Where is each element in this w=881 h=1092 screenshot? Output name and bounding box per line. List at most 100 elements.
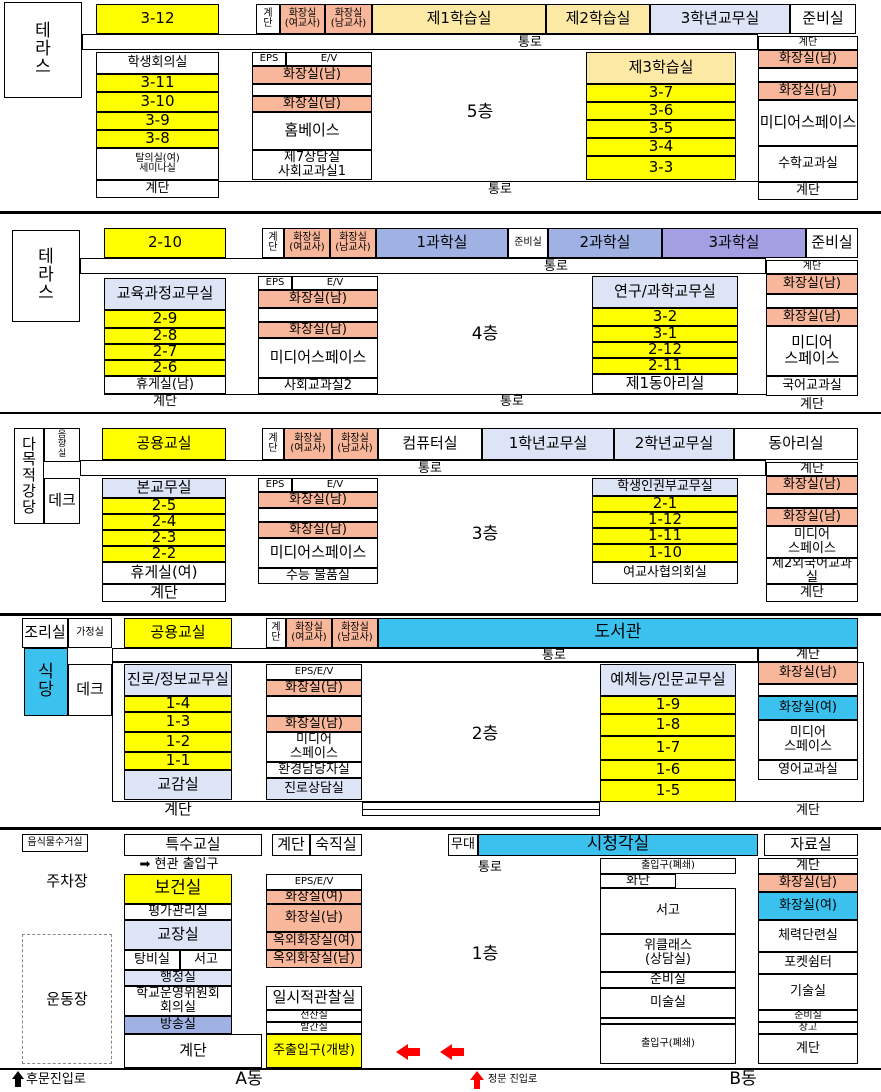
student-council-room: 학생회의실 (96, 52, 219, 74)
eps-elevator: EPS/E/V (266, 874, 362, 890)
grade2-office: 2학년교무실 (614, 428, 734, 460)
cafeteria: 식 당 (24, 648, 68, 716)
spacer (758, 68, 858, 82)
classroom-3-8: 3-8 (96, 130, 219, 148)
spacer (258, 308, 378, 322)
career-info-office: 진로/정보교무실 (124, 664, 232, 696)
stairs: 계단 (758, 36, 858, 50)
classroom-1-5: 1-5 (600, 780, 736, 802)
korean-room: 국어교과실 (766, 376, 858, 396)
research-science-office: 연구/과학교무실 (592, 276, 738, 308)
back-gate-entrance: 후문진입로 (26, 1072, 86, 1088)
classroom-3-12: 3-12 (96, 4, 219, 34)
study-room-3: 제3학습실 (586, 52, 736, 84)
media-space: 미디어 스페이스 (758, 720, 858, 760)
restroom-female-teachers: 화장실 (여교사) (286, 618, 332, 648)
corridor-band (82, 34, 758, 50)
floor-label: 3층 (471, 524, 499, 545)
shared-classroom: 공용교실 (102, 428, 226, 460)
outdoor-restroom-female: 옥외화장실(여) (266, 932, 362, 950)
grade1-office: 1학년교무실 (482, 428, 614, 460)
school-committee-room: 학교운영위원회 회의실 (124, 986, 232, 1016)
corridor-band (112, 648, 758, 662)
multipurpose-auditorium: 다 목 적 강 당 (14, 428, 44, 524)
classroom-3-7: 3-7 (586, 84, 736, 102)
restroom-male: 화장실(남) (258, 492, 378, 508)
night-duty-room: 숙직실 (310, 834, 362, 856)
bookroom: 서고 (180, 950, 232, 970)
rest-room-female: 휴게실(여) (102, 562, 226, 584)
stairs: 계단 (758, 648, 858, 662)
building-outline (0, 1068, 881, 1070)
restroom-male: 화장실(남) (252, 96, 372, 112)
open-space-cross (362, 809, 600, 810)
stairs: 계 단 (266, 618, 286, 648)
parking-lot: 주차장 (46, 872, 88, 891)
corridor-outline (112, 662, 864, 802)
floor-label: 4층 (471, 324, 499, 345)
classroom-2-10: 2-10 (104, 228, 226, 258)
classroom-2-6: 2-6 (104, 360, 226, 376)
art-room: 미술실 (600, 988, 736, 1018)
club-room-1: 제1동아리실 (592, 374, 738, 394)
prep-room: 준비실 (790, 4, 856, 34)
classroom-1-8: 1-8 (600, 714, 736, 736)
corridor-label: 통로 (518, 35, 542, 51)
curriculum-office: 교육과정교무실 (104, 278, 226, 310)
publishing-room: 발간실 (266, 1022, 362, 1034)
stairs: 계단 (800, 397, 824, 413)
main-entrance-indicator: ➡ 현관 출입구 (139, 857, 219, 873)
stairs: 계단 (272, 834, 310, 856)
restroom-female: 화장실(여) (758, 892, 858, 920)
computer-room: 전산실 (266, 1010, 362, 1022)
stairs: 계단 (153, 394, 177, 410)
female-teachers-council-room: 여교사협의회실 (592, 562, 738, 584)
homebase: 홈베이스 (252, 112, 372, 150)
principal-office: 교장실 (124, 920, 232, 950)
terrace: 테 라 스 (4, 2, 82, 98)
science-lab-1: 1과학실 (376, 228, 508, 258)
spacer (766, 494, 858, 508)
classroom-2-7: 2-7 (104, 344, 226, 360)
classroom-2-11: 2-11 (592, 358, 738, 374)
audio-visual-room: 시청각실 (478, 834, 758, 856)
classroom-2-3: 2-3 (102, 530, 226, 546)
restroom-male: 화장실(남) (766, 508, 858, 526)
main-entrance-open: 주출입구(개방) (266, 1034, 362, 1068)
classroom-1-12: 1-12 (592, 512, 738, 528)
prep-room: 준비실 (806, 228, 858, 258)
terrace: 테 라 스 (12, 230, 80, 322)
library: 도서관 (378, 618, 858, 648)
stairs: 계단 (766, 260, 858, 274)
wee-class-counseling: 위클래스 (상담실) (600, 934, 736, 972)
health-room: 보건실 (124, 874, 232, 904)
prep-room: 준비실 (508, 228, 548, 258)
english-room: 영어교과실 (758, 760, 858, 780)
classroom-1-2: 1-2 (124, 732, 232, 752)
building-b-label: B동 (729, 1069, 757, 1090)
science-lab-3: 3과학실 (662, 228, 806, 258)
building-a-label: A동 (235, 1069, 263, 1090)
classroom-3-3: 3-3 (586, 156, 736, 180)
stairs: 계단 (766, 462, 858, 476)
closed-entrance: 출입구(폐쇄) (600, 1024, 736, 1064)
archive-room: 자료실 (764, 834, 858, 856)
arrow-left-icon (440, 1044, 452, 1060)
main-gate-entrance: 정문 진입로 (488, 1073, 538, 1085)
classroom-3-1: 3-1 (592, 326, 738, 342)
spacer (252, 84, 372, 96)
media-space: 미디어 스페이스 (766, 526, 858, 558)
restroom-male-teachers: 화장실 (남교사) (325, 4, 372, 34)
corridor-label: 통로 (418, 461, 442, 477)
main-teachers-office: 본교무실 (102, 478, 226, 498)
floor-label: 1층 (471, 944, 499, 965)
classroom-1-9: 1-9 (600, 696, 736, 714)
corridor-line (104, 394, 766, 395)
stairs: 계단 (164, 800, 192, 819)
corridor-line (219, 181, 758, 182)
environment-room: 환경담당자실 (266, 762, 362, 778)
media-space: 미디어스페이스 (258, 338, 378, 378)
restroom-male: 화장실(남) (766, 308, 858, 326)
prep-room: 준비실 (758, 1010, 858, 1022)
stairs: 계단 (102, 584, 226, 602)
